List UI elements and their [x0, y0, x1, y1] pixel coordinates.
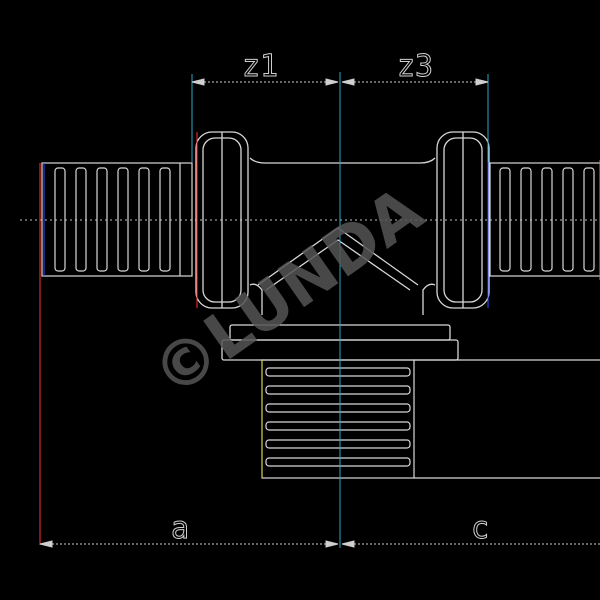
dimension-line-z3 [341, 78, 489, 86]
right-flange [436, 131, 490, 309]
dimension-label-a: a [171, 511, 189, 546]
dimension-line-a [39, 540, 339, 548]
dimension-label-z3: z3 [397, 49, 433, 84]
branch-ribbed-pipe [261, 359, 600, 479]
dimension-line-c [341, 540, 600, 548]
right-ribbed-pipe [489, 162, 600, 277]
dimension-label-c: c [471, 511, 489, 546]
dimension-line-z1 [191, 78, 339, 86]
left-flange [195, 131, 249, 309]
dimension-extension-lines [191, 74, 489, 162]
dimension-label-z1: z1 [242, 49, 278, 84]
left-ribbed-pipe [41, 162, 193, 277]
